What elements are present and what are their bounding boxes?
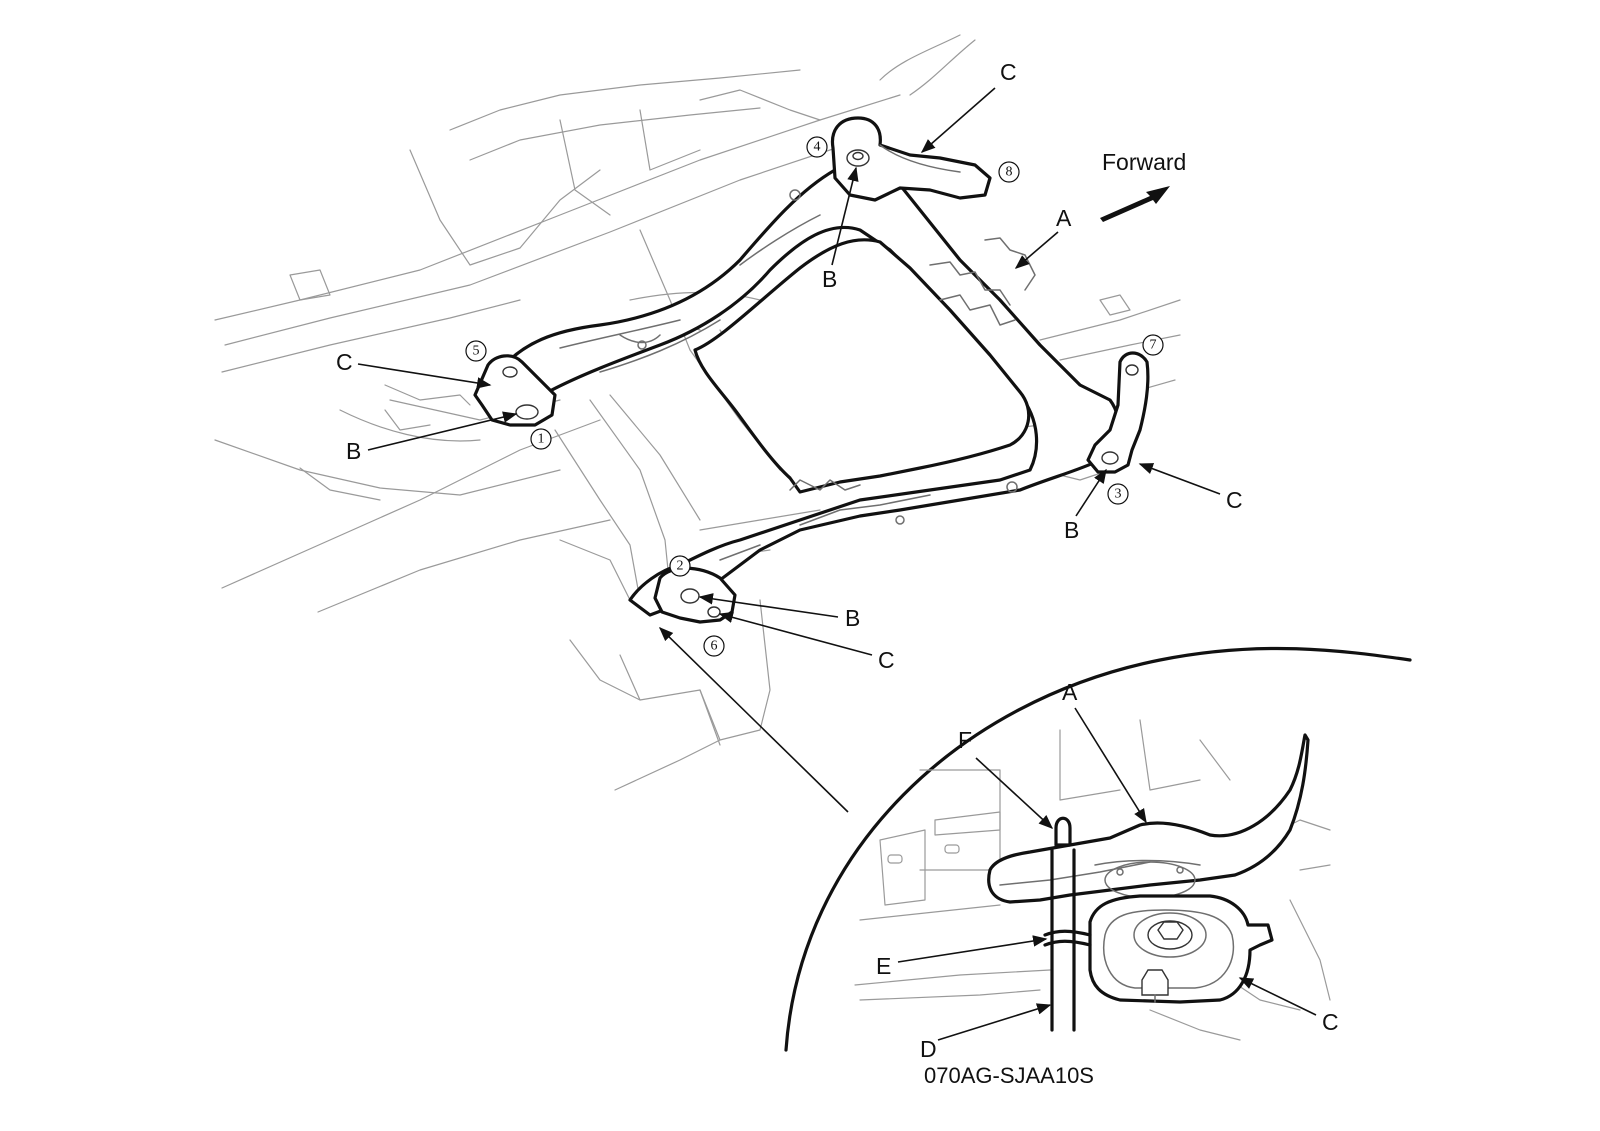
label-b-left: B (346, 438, 361, 464)
inset-boundary (784, 646, 1412, 1052)
callout-6: 6 (703, 635, 725, 657)
label-b-bottom: B (845, 605, 860, 631)
label-b-right: B (1064, 517, 1079, 543)
detail-pointer-arrow (658, 626, 849, 813)
svg-text:2: 2 (677, 559, 684, 574)
label-c-top: C (1000, 59, 1017, 85)
callout-8: 8 (998, 161, 1020, 183)
guide-pin-f (1054, 816, 1072, 847)
label-a-inset: A (1062, 679, 1078, 705)
label-e: E (876, 953, 891, 979)
forward-arrow-icon (1100, 186, 1170, 222)
callout-3: 3 (1107, 483, 1129, 505)
callout-4: 4 (806, 136, 828, 158)
forward-label: Forward (1102, 149, 1186, 175)
main-view-labels: C B A C B C B B C (336, 59, 1243, 673)
callout-5: 5 (465, 340, 487, 362)
label-c-inset: C (1322, 1009, 1339, 1035)
svg-text:4: 4 (814, 140, 821, 155)
label-d: D (920, 1036, 937, 1062)
callout-numbers: 1 2 3 4 5 6 7 8 (465, 136, 1164, 657)
figure-code: 070AG-SJAA10S (924, 1063, 1094, 1088)
label-c-right: C (1226, 487, 1243, 513)
callout-2: 2 (669, 555, 691, 577)
svg-text:6: 6 (711, 639, 718, 654)
svg-text:5: 5 (473, 344, 480, 359)
svg-text:3: 3 (1115, 487, 1122, 502)
detail-inset (784, 646, 1412, 1052)
label-a-main: A (1056, 205, 1072, 231)
svg-text:7: 7 (1150, 338, 1157, 353)
svg-text:1: 1 (538, 432, 545, 447)
callout-7: 7 (1142, 334, 1164, 356)
subframe-a (490, 164, 1121, 617)
inset-bracket-c (1088, 894, 1274, 1004)
inset-labels: A F E D C (876, 679, 1339, 1062)
label-c-left: C (336, 349, 353, 375)
mount-brackets (473, 116, 1150, 624)
callout-1: 1 (530, 428, 552, 450)
inset-subframe (987, 733, 1310, 904)
label-b-top: B (822, 266, 837, 292)
svg-text:8: 8 (1006, 165, 1013, 180)
label-c-bottom: C (878, 647, 895, 673)
forward-indicator: Forward (1100, 149, 1186, 222)
label-f: F (958, 727, 972, 753)
